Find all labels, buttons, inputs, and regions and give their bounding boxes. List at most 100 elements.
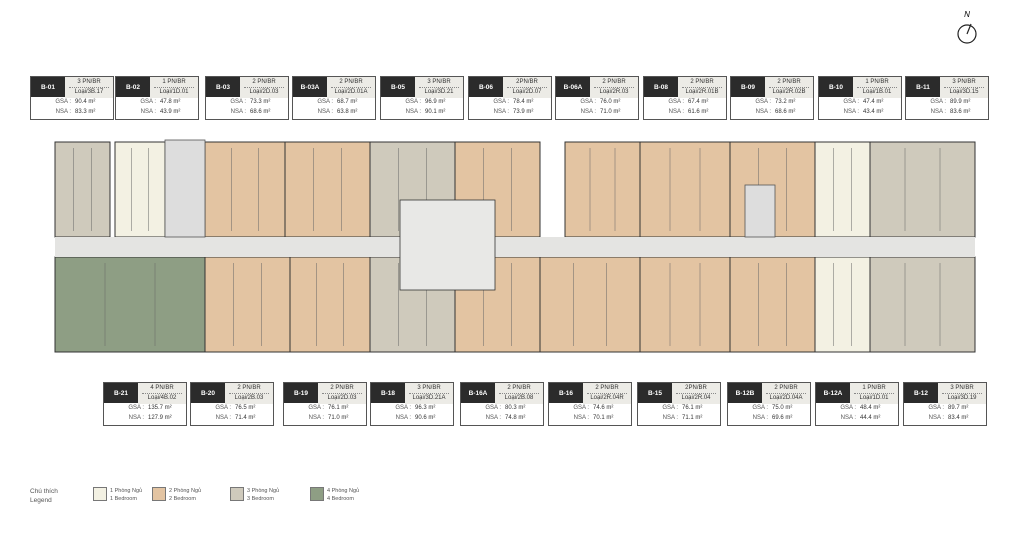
gsa-row: GSA :89.7 m²: [904, 405, 986, 415]
bedroom-count: 1 PN/BR: [857, 78, 897, 88]
gsa-value: 76.1 m²: [328, 405, 349, 411]
nsa-row: NSA :127.9 m²: [104, 415, 186, 425]
bedroom-count: 2 PN/BR: [331, 78, 371, 88]
gsa-value: 73.3 m²: [250, 99, 271, 105]
bedroom-count: 3 PN/BR: [944, 78, 984, 88]
unit-code: B-03: [206, 77, 240, 97]
nsa-row: NSA :71.1 m²: [638, 415, 720, 425]
gsa-row: GSA :47.8 m²: [116, 99, 198, 109]
bedroom-count: 3 PN/BR: [942, 384, 982, 394]
unit-code: B-01: [31, 77, 65, 97]
unit-b-20[interactable]: [204, 256, 291, 353]
unit-b-15[interactable]: [639, 256, 731, 353]
core-center: [399, 199, 496, 291]
bedroom-count: 2 PN/BR: [766, 384, 806, 394]
nsa-value: 71.0 m²: [600, 109, 621, 115]
unit-b-08[interactable]: [639, 141, 731, 238]
legend-swatch: [310, 487, 324, 501]
unit-b-12[interactable]: [869, 256, 976, 353]
bedroom-count: 3 PN/BR: [409, 384, 449, 394]
unit-b-06a[interactable]: [564, 141, 641, 238]
bedroom-count: 1 PN/BR: [154, 78, 194, 88]
gsa-label: GSA :: [928, 405, 944, 411]
gsa-label: GSA :: [215, 405, 231, 411]
gsa-row: GSA :96.9 m²: [381, 99, 463, 109]
compass-circle: [957, 24, 977, 44]
unit-code: B-12B: [728, 383, 762, 403]
legend-title-vi: Chú thích: [30, 488, 58, 495]
gsa-value: 47.4 m²: [863, 99, 884, 105]
unit-code: B-06: [469, 77, 503, 97]
nsa-label: NSA :: [395, 415, 411, 421]
gsa-value: 75.0 m²: [772, 405, 793, 411]
nsa-value: 43.9 m²: [160, 109, 181, 115]
gsa-value: 48.4 m²: [860, 405, 881, 411]
nsa-row: NSA :73.9 m²: [469, 109, 551, 119]
gsa-label: GSA :: [930, 99, 946, 105]
unit-model: Loại/3D.21A: [412, 395, 446, 401]
unit-b-11[interactable]: [869, 141, 976, 238]
nsa-label: NSA :: [128, 415, 144, 421]
gsa-row: GSA :73.2 m²: [731, 99, 813, 109]
unit-model: Loại/1B.01: [862, 89, 892, 95]
nsa-value: 90.1 m²: [425, 109, 446, 115]
unit-model: Loại/3B.17: [74, 89, 104, 95]
unit-code: B-02: [116, 77, 150, 97]
unit-model: Loại/2R.02B: [772, 89, 806, 95]
gsa-row: GSA :48.4 m²: [816, 405, 898, 415]
unit-b-12a[interactable]: [814, 256, 871, 353]
unit-b-01[interactable]: [54, 141, 111, 238]
bedroom-count: 2 PN/BR: [499, 384, 539, 394]
gsa-row: GSA :78.4 m²: [469, 99, 551, 109]
nsa-value: 90.6 m²: [415, 415, 436, 421]
unit-b-21[interactable]: [54, 256, 206, 353]
legend-title: Chú thích Legend: [30, 487, 58, 505]
unit-b-10[interactable]: [814, 141, 871, 238]
unit-b-19[interactable]: [289, 256, 371, 353]
gsa-value: 74.6 m²: [593, 405, 614, 411]
nsa-row: NSA :71.0 m²: [284, 415, 366, 425]
unit-b-02[interactable]: [114, 141, 166, 238]
nsa-value: 83.6 m²: [950, 109, 971, 115]
legend-title-en: Legend: [30, 497, 52, 504]
unit-b-03a[interactable]: [284, 141, 371, 238]
gsa-row: GSA :76.1 m²: [638, 405, 720, 415]
gsa-row: GSA :76.1 m²: [284, 405, 366, 415]
unit-b-03[interactable]: [204, 141, 286, 238]
unit-b-16[interactable]: [539, 256, 641, 353]
gsa-value: 96.3 m²: [415, 405, 436, 411]
corridor: [55, 237, 975, 257]
unit-b-12b[interactable]: [729, 256, 816, 353]
nsa-row: NSA :71.4 m²: [191, 415, 273, 425]
nsa-row: NSA :71.0 m²: [556, 109, 638, 119]
unit-code: B-12A: [816, 383, 850, 403]
